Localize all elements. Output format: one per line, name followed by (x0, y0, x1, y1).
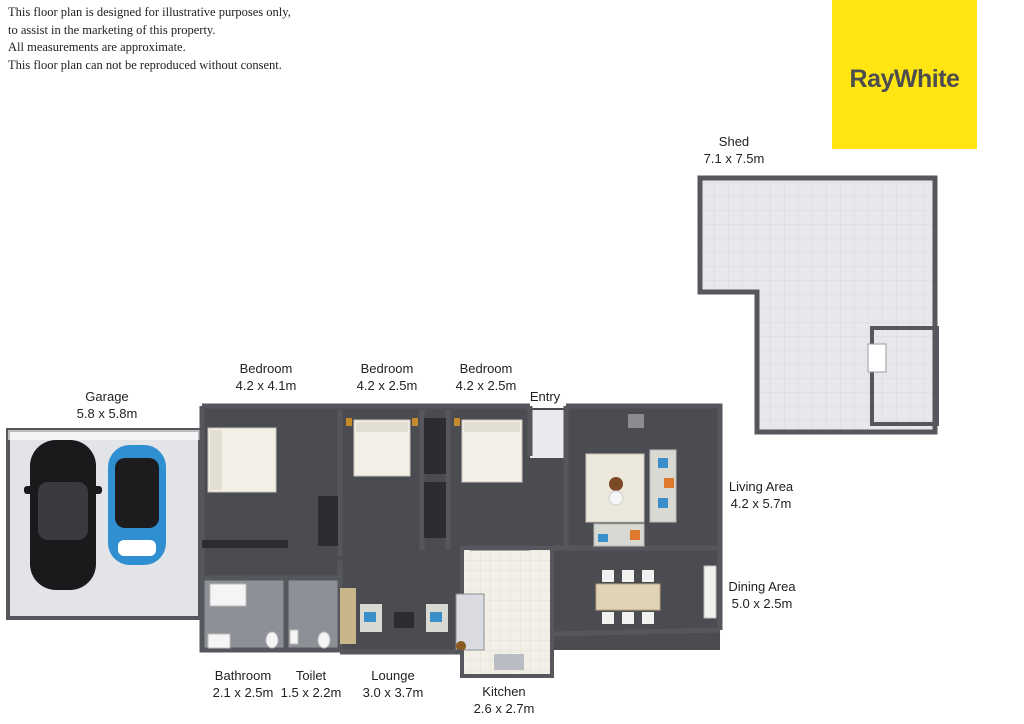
garage-room (6, 428, 202, 620)
label-shed: Shed 7.1 x 7.5m (704, 133, 765, 167)
living-furniture (585, 414, 677, 547)
disclaimer-line: This floor plan is designed for illustra… (8, 5, 291, 19)
room-name: Shed (718, 134, 750, 149)
room-size: 2.6 x 2.7m (473, 701, 535, 716)
kitchen-room (455, 546, 554, 678)
room-name: Garage (85, 389, 129, 404)
room-name: Lounge (371, 668, 415, 683)
label-bathroom: Bathroom 2.1 x 2.5m (213, 667, 274, 701)
room-size: 3.0 x 3.7m (362, 685, 424, 700)
room-name: Bathroom (214, 668, 272, 683)
bed-bedroom1 (202, 427, 288, 548)
room-size: 4.2 x 2.5m (455, 378, 517, 393)
room-name: Bedroom (459, 361, 513, 376)
shed-room (697, 175, 939, 435)
room-size: 4.2 x 4.1m (235, 378, 297, 393)
label-garage: Garage 5.8 x 5.8m (77, 388, 138, 422)
dining-table (595, 565, 717, 624)
room-size: 5.8 x 5.8m (76, 406, 138, 421)
room-size: 5.0 x 2.5m (731, 596, 793, 611)
wardrobe (318, 418, 446, 546)
disclaimer-line: All measurements are approximate. (8, 40, 186, 54)
room-size: 2.1 x 2.5m (212, 685, 274, 700)
room-size: 4.2 x 5.7m (730, 496, 792, 511)
disclaimer: This floor plan is designed for illustra… (8, 4, 291, 74)
room-name: Kitchen (482, 684, 526, 699)
label-bedroom3: Bedroom 4.2 x 2.5m (456, 360, 517, 394)
blue-car (108, 445, 166, 565)
black-car (24, 440, 102, 590)
label-entry: Entry (530, 388, 560, 405)
room-name: Toilet (295, 668, 327, 683)
room-size: 7.1 x 7.5m (703, 151, 765, 166)
disclaimer-line: This floor plan can not be reproduced wi… (8, 57, 282, 72)
label-bedroom1: Bedroom 4.2 x 4.1m (236, 360, 297, 394)
room-name: Dining Area (728, 579, 796, 594)
room-size: 1.5 x 2.2m (280, 685, 342, 700)
room-name: Living Area (728, 479, 794, 494)
bed-bedroom3 (454, 418, 523, 483)
room-name: Bedroom (239, 361, 293, 376)
entry-floor (530, 410, 566, 458)
disclaimer-line: to assist in the marketing of this prope… (8, 22, 216, 37)
bathroom-fixtures (207, 583, 331, 649)
room-name: Entry (529, 389, 561, 404)
label-dining: Dining Area 5.0 x 2.5m (728, 578, 795, 612)
lounge-furniture (340, 588, 448, 644)
label-lounge: Lounge 3.0 x 3.7m (363, 667, 424, 701)
label-bedroom2: Bedroom 4.2 x 2.5m (357, 360, 418, 394)
bed-bedroom2 (346, 418, 418, 477)
room-name: Bedroom (360, 361, 414, 376)
logo-text: RayWhite (849, 65, 960, 93)
label-kitchen: Kitchen 2.6 x 2.7m (474, 683, 535, 717)
raywhite-logo: RayWhite (832, 0, 977, 149)
label-living: Living Area 4.2 x 5.7m (729, 478, 793, 512)
label-toilet: Toilet 1.5 x 2.2m (281, 667, 342, 701)
room-size: 4.2 x 2.5m (356, 378, 418, 393)
